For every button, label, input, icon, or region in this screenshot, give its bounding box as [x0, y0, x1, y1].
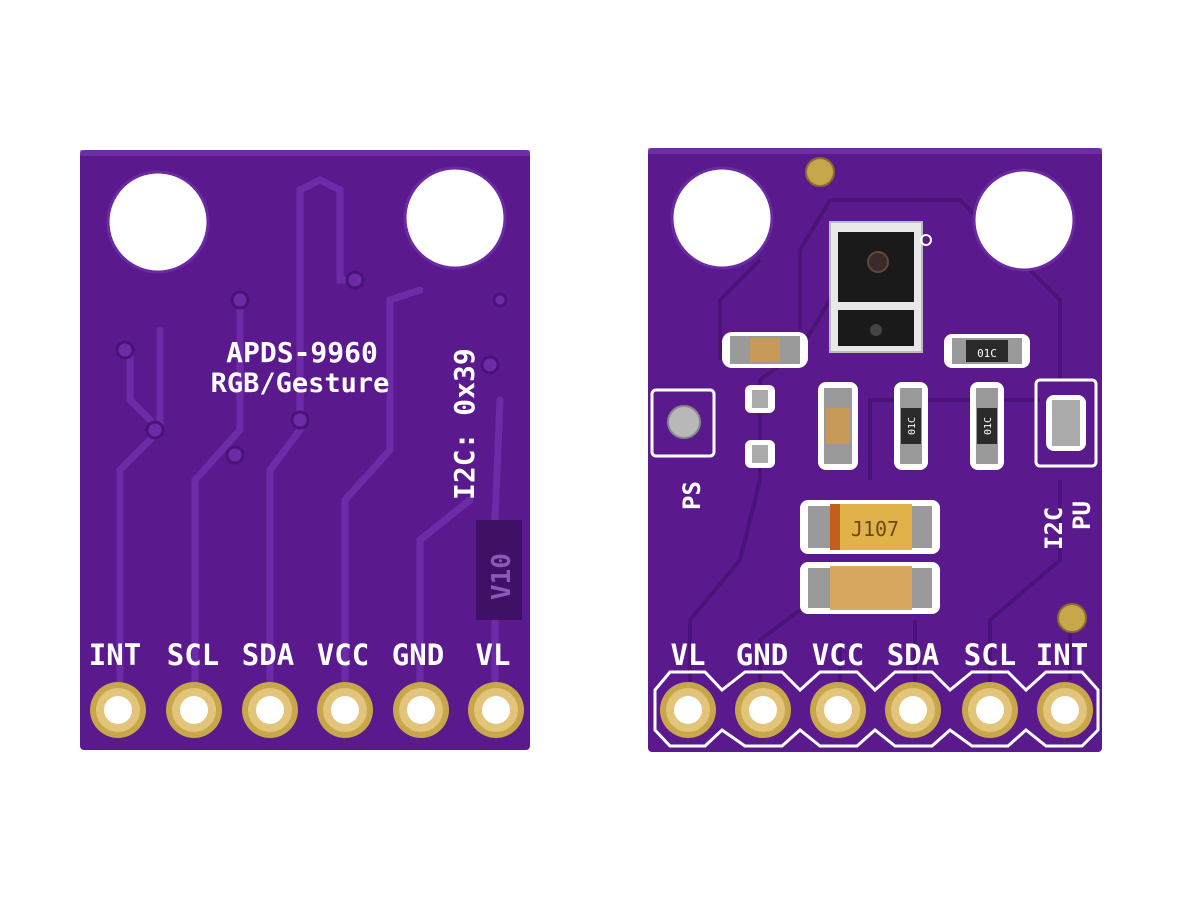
back-title-line1: APDS-9960	[226, 336, 378, 369]
front-mount-hole-right	[972, 168, 1076, 272]
front-pin-pads	[660, 682, 1093, 738]
i2c-pu-label-line2: PU	[1068, 501, 1096, 530]
back-pin-pads	[90, 682, 524, 738]
front-pin-label-5: SCL	[964, 638, 1016, 672]
ps-jumper: PS	[650, 388, 716, 510]
back-pin-label-3: SDA	[242, 638, 294, 672]
resistor-code-mid: 01C	[907, 417, 918, 435]
i2c-pu-jumper: I2C PU	[1034, 378, 1098, 550]
ps-label: PS	[678, 481, 706, 510]
front-pin-label-2: GND	[736, 638, 788, 672]
front-mount-hole-left	[670, 166, 774, 270]
back-pin-label-2: SCL	[167, 638, 219, 672]
back-title-line2: RGB/Gesture	[211, 368, 390, 399]
pin-header-outline	[653, 670, 1100, 748]
front-pin-label-4: SDA	[887, 638, 939, 672]
svg-text:V10: V10	[487, 553, 517, 600]
back-pin-label-1: INT	[89, 638, 141, 672]
back-pin-labels: INT SCL SDA VCC GND VL	[89, 638, 511, 672]
front-board: 01C 01C 01C J107	[648, 148, 1102, 752]
i2c-pu-label-line1: I2C	[1040, 507, 1068, 550]
front-pin-label-3: VCC	[812, 638, 864, 672]
resistor-code-right: 01C	[983, 417, 994, 435]
front-pad-1	[660, 682, 716, 738]
front-pad-6	[1037, 682, 1093, 738]
front-pad-3	[810, 682, 866, 738]
back-i2c-address: I2C: 0x39	[448, 348, 481, 500]
back-mount-hole-left	[106, 170, 210, 274]
back-pin-label-6: VL	[476, 638, 511, 672]
back-mount-hole-right	[403, 166, 507, 270]
back-pin-label-4: VCC	[317, 638, 369, 672]
back-pad-1	[90, 682, 146, 738]
back-pad-4	[317, 682, 373, 738]
back-pad-2	[166, 682, 222, 738]
front-pin-labels: VL GND VCC SDA SCL INT	[671, 638, 1089, 672]
back-board-vias	[115, 270, 508, 465]
front-pin-label-1: VL	[671, 638, 706, 672]
front-pad-2	[735, 682, 791, 738]
smd-components: 01C 01C 01C J107	[722, 332, 1030, 614]
back-pin-label-5: GND	[392, 638, 444, 672]
front-pad-4	[885, 682, 941, 738]
back-pad-3	[242, 682, 298, 738]
back-pad-6	[468, 682, 524, 738]
back-version-tag: V10	[476, 520, 522, 620]
resistor-code-top: 01C	[977, 347, 997, 360]
tantalum-cap-code: J107	[851, 517, 899, 541]
front-pad-5	[962, 682, 1018, 738]
back-board-traces	[116, 176, 504, 684]
front-pin-label-6: INT	[1036, 638, 1088, 672]
front-board-pcb	[648, 148, 1102, 752]
apds9960-sensor-chip	[829, 221, 932, 353]
back-pad-5	[393, 682, 449, 738]
back-board: APDS-9960 RGB/Gesture I2C: 0x39 V10 INT …	[80, 150, 530, 750]
